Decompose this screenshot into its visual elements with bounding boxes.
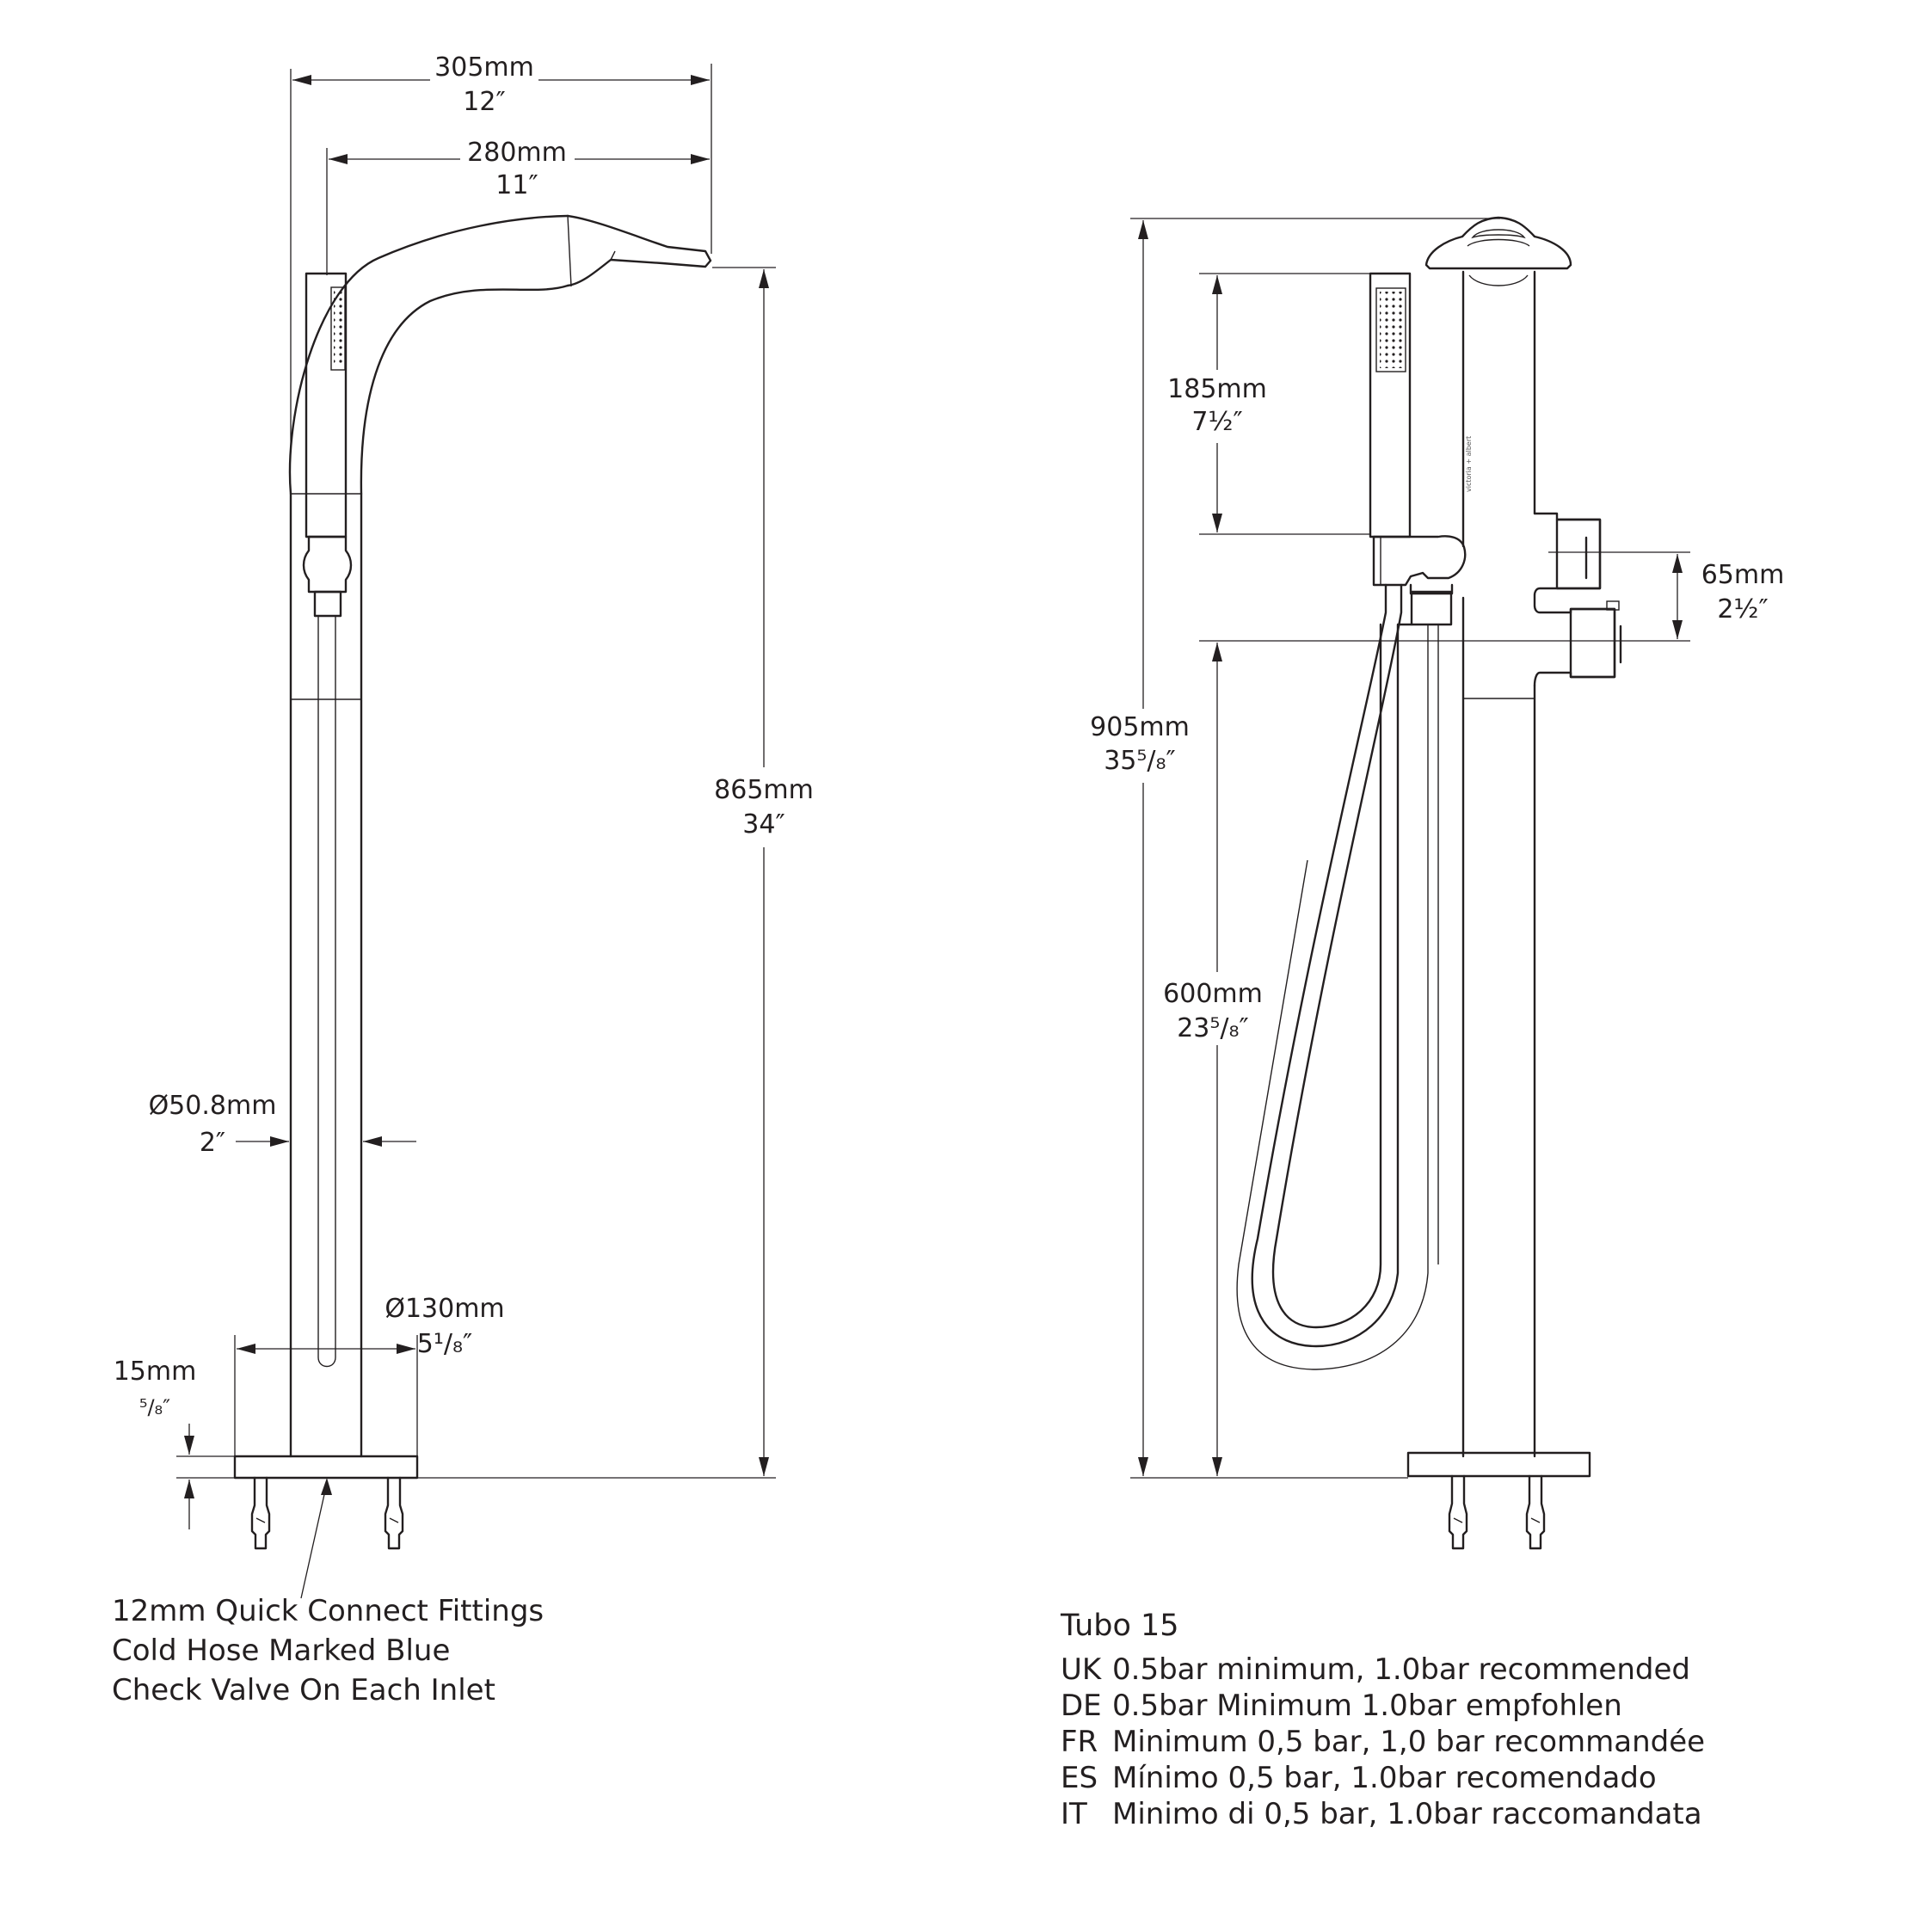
inlet-fittings [250, 1476, 404, 1550]
dim-905-mm: 905mm [1090, 712, 1190, 742]
pressure-text: Minimum 0,5 bar, 1,0 bar recommandée [1112, 1725, 1706, 1759]
note-line: 12mm Quick Connect Fittings [112, 1594, 545, 1628]
front-view-faucet: victoria + albert [1236, 216, 1622, 1550]
dimension-lines-front [1130, 218, 1690, 1479]
pressure-row-es: ES Mínimo 0,5 bar, 1.0bar recomendado [1061, 1760, 1705, 1796]
dim-280-in: 11″ [495, 170, 538, 200]
dim-905-in: 35⁵/₈″ [1104, 746, 1176, 776]
installation-notes: 12mm Quick Connect Fittings Cold Hose Ma… [112, 1591, 544, 1710]
brand-mark: victoria + albert [1465, 436, 1473, 492]
country-code: UK [1061, 1652, 1102, 1687]
dim-280-mm: 280mm [467, 138, 567, 168]
dim-dia50-mm: Ø50.8mm [149, 1091, 277, 1121]
dim-15-mm: 15mm [114, 1357, 197, 1387]
dim-185-in: 7½″ [1191, 407, 1242, 437]
dim-600-mm: 600mm [1163, 979, 1263, 1009]
country-code: DE [1061, 1689, 1102, 1723]
dim-600-in: 23⁵/₈″ [1177, 1013, 1249, 1043]
side-view-faucet [233, 214, 712, 1599]
dim-305-mm: 305mm [434, 52, 534, 83]
country-code: FR [1061, 1725, 1098, 1759]
dim-15-in: ⁵/₈″ [139, 1395, 170, 1419]
country-code: IT [1061, 1797, 1087, 1831]
dimension-labels-front: 185mm 7½″ 65mm 2½″ 905mm 35⁵/₈″ 600mm 23… [1090, 374, 1784, 1043]
dim-dia50-in: 2″ [200, 1128, 225, 1158]
dimension-labels-side: 305mm 12″ 280mm 11″ 865mm 34″ Ø50.8mm 2″… [114, 52, 814, 1419]
pressure-text: Mínimo 0,5 bar, 1.0bar recomendado [1112, 1761, 1657, 1795]
pressure-row-fr: FR Minimum 0,5 bar, 1,0 bar recommandée [1061, 1724, 1705, 1760]
country-code: ES [1061, 1761, 1098, 1795]
dimension-lines-side [176, 64, 776, 1529]
pressure-row-de: DE 0.5bar Minimum 1.0bar empfohlen [1061, 1688, 1705, 1724]
note-line: Cold Hose Marked Blue [112, 1634, 451, 1668]
dim-dia130-in: 5¹/₈″ [417, 1329, 472, 1359]
pressure-text: 0.5bar minimum, 1.0bar recommended [1112, 1652, 1690, 1687]
dim-865-mm: 865mm [714, 775, 814, 805]
dim-65-in: 2½″ [1717, 594, 1768, 625]
inlet-fittings-front [1448, 1474, 1546, 1550]
dim-65-mm: 65mm [1701, 560, 1785, 590]
product-name: Tubo 15 [1061, 1609, 1179, 1643]
dim-865-in: 34″ [742, 809, 784, 840]
pressure-row-it: IT Minimo di 0,5 bar, 1.0bar raccomandat… [1061, 1796, 1705, 1832]
pressure-requirements: UK 0.5bar minimum, 1.0bar recommended DE… [1061, 1652, 1705, 1832]
pressure-text: Minimo di 0,5 bar, 1.0bar raccomandata [1112, 1797, 1702, 1831]
pressure-row-uk: UK 0.5bar minimum, 1.0bar recommended [1061, 1652, 1705, 1688]
dim-dia130-mm: Ø130mm [385, 1294, 504, 1324]
dim-185-mm: 185mm [1167, 374, 1267, 404]
pressure-text: 0.5bar Minimum 1.0bar empfohlen [1112, 1689, 1622, 1723]
dim-305-in: 12″ [463, 87, 505, 117]
note-line: Check Valve On Each Inlet [112, 1673, 495, 1707]
